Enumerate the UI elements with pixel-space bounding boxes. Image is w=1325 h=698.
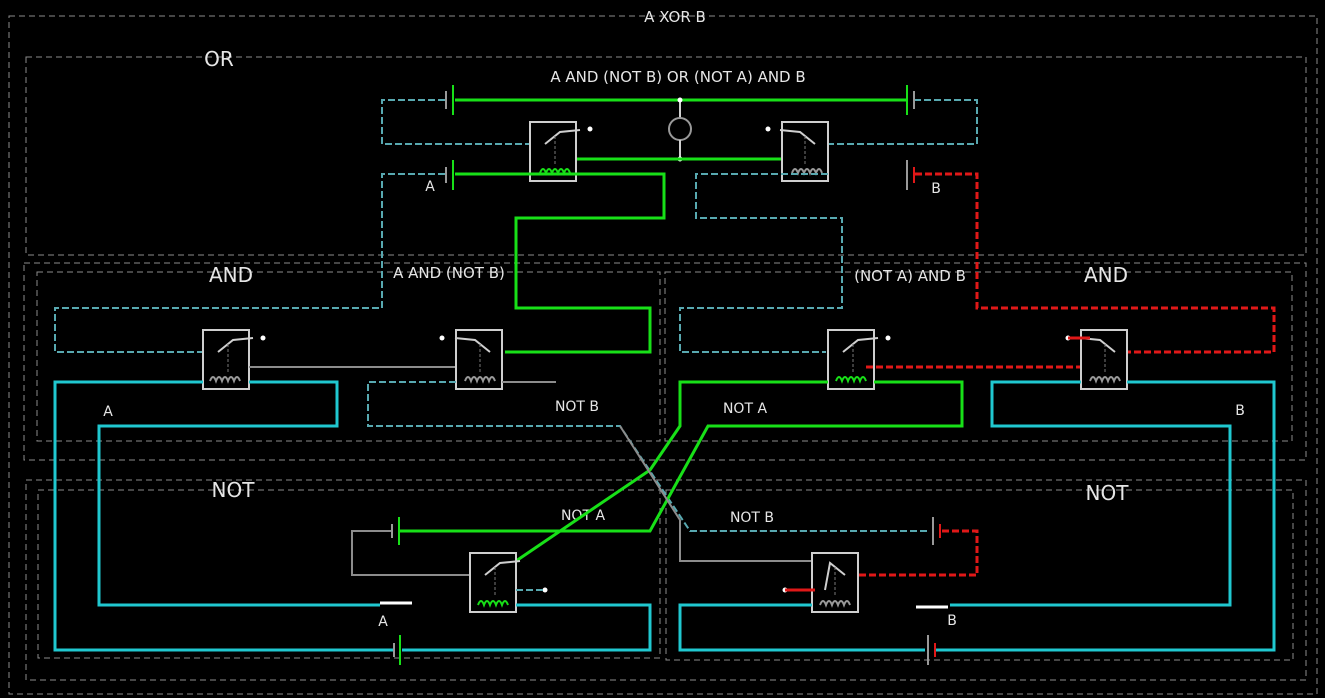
and-right-title: AND [1084, 263, 1128, 287]
relay-switch-arm [842, 337, 879, 353]
relay-switch-arm [484, 560, 521, 576]
relay-contact [587, 126, 593, 132]
not-right-circuit [619, 425, 979, 665]
and-right-circuit [515, 329, 1276, 652]
or-input-b-label: B [931, 181, 941, 197]
and-left-a-coil-wire [97, 380, 380, 607]
not-left-circuit [351, 517, 652, 665]
and-right-input-not-a-label: NOT A [723, 401, 767, 417]
relay-contact [260, 335, 266, 341]
not-left-coil-wire [402, 603, 652, 652]
not-right-title: NOT [1086, 481, 1130, 505]
output-lamp [668, 117, 692, 141]
or-b-feed-wire [915, 172, 1276, 354]
relay-switch-arm [544, 129, 581, 145]
relay-contact [885, 335, 891, 341]
not-left-return-wire [351, 530, 470, 576]
and-left-input-not-b-label: NOT B [555, 399, 599, 415]
or-subtitle: A AND (NOT B) OR (NOT A) AND B [550, 68, 805, 86]
and-left-relay-a [202, 329, 266, 390]
relay-contact [542, 587, 548, 593]
not-right-return-wire [619, 425, 823, 562]
and-right-relay-b [1065, 329, 1128, 390]
relay-switch-arm [824, 561, 846, 591]
or-a-feed-wire [455, 172, 666, 354]
xor-section-box [8, 15, 1318, 695]
and-right-relay-not-a [827, 329, 891, 390]
not-right-relay [782, 552, 859, 613]
or-circuit [54, 85, 1276, 354]
or-top-right-loop-wire [825, 99, 978, 145]
relay-coil [539, 168, 571, 176]
not-right-feed-wire [858, 529, 979, 577]
and-left-a-return-wire [53, 380, 395, 652]
not-right-coil-wire [678, 603, 925, 652]
or-relay-right [765, 121, 829, 182]
and-left-section-box [36, 271, 661, 442]
and-left-relay-not-b [439, 329, 503, 390]
relay-coil [1089, 376, 1121, 384]
relay-coil [791, 168, 823, 176]
and-right-not-a-wire [620, 380, 964, 533]
xor-title: A XOR B [644, 8, 706, 26]
relay-coil [477, 600, 509, 608]
and-right-b-coil-wire [950, 380, 1232, 607]
and-left-circuit [53, 329, 823, 652]
and-left-subtitle: A AND (NOT B) [393, 264, 505, 282]
and-section-outer-box [23, 262, 1307, 461]
and-right-not-a-return-wire [515, 380, 828, 563]
relay-contact [765, 126, 771, 132]
not-left-relay [469, 552, 548, 613]
relay-contact [439, 335, 445, 341]
not-left-section-box [37, 489, 661, 659]
and-left-title: AND [209, 263, 253, 287]
not-right-section-box [665, 489, 1294, 661]
relay-switch-arm [779, 129, 816, 145]
and-right-b-return-wire [935, 380, 1276, 652]
or-top-left-loop-wire [381, 99, 530, 145]
relay-switch-arm [454, 337, 491, 353]
and-left-input-a-label: A [103, 404, 113, 420]
or-title: OR [204, 47, 234, 71]
not-right-output-label: NOT B [730, 510, 774, 526]
not-left-title: NOT [212, 478, 256, 502]
or-b-return-wire [679, 173, 843, 353]
relay-coil [464, 376, 496, 384]
relay-coil [819, 600, 851, 608]
or-a-return-wire [54, 173, 445, 353]
or-junction-top [677, 97, 683, 103]
not-left-input-label: A [378, 614, 388, 630]
or-section-box [25, 56, 1307, 256]
and-right-input-b-label: B [1235, 403, 1245, 419]
and-right-subtitle: (NOT A) AND B [854, 267, 966, 285]
or-input-a-label: A [425, 179, 435, 195]
relay-coil [209, 376, 241, 384]
or-relay-left [529, 121, 593, 182]
not-section-outer-box [25, 479, 1307, 681]
relay-switch-arm [217, 337, 254, 353]
relay-housing [469, 552, 517, 613]
not-right-input-label: B [947, 613, 957, 629]
relay-coil [835, 376, 867, 384]
